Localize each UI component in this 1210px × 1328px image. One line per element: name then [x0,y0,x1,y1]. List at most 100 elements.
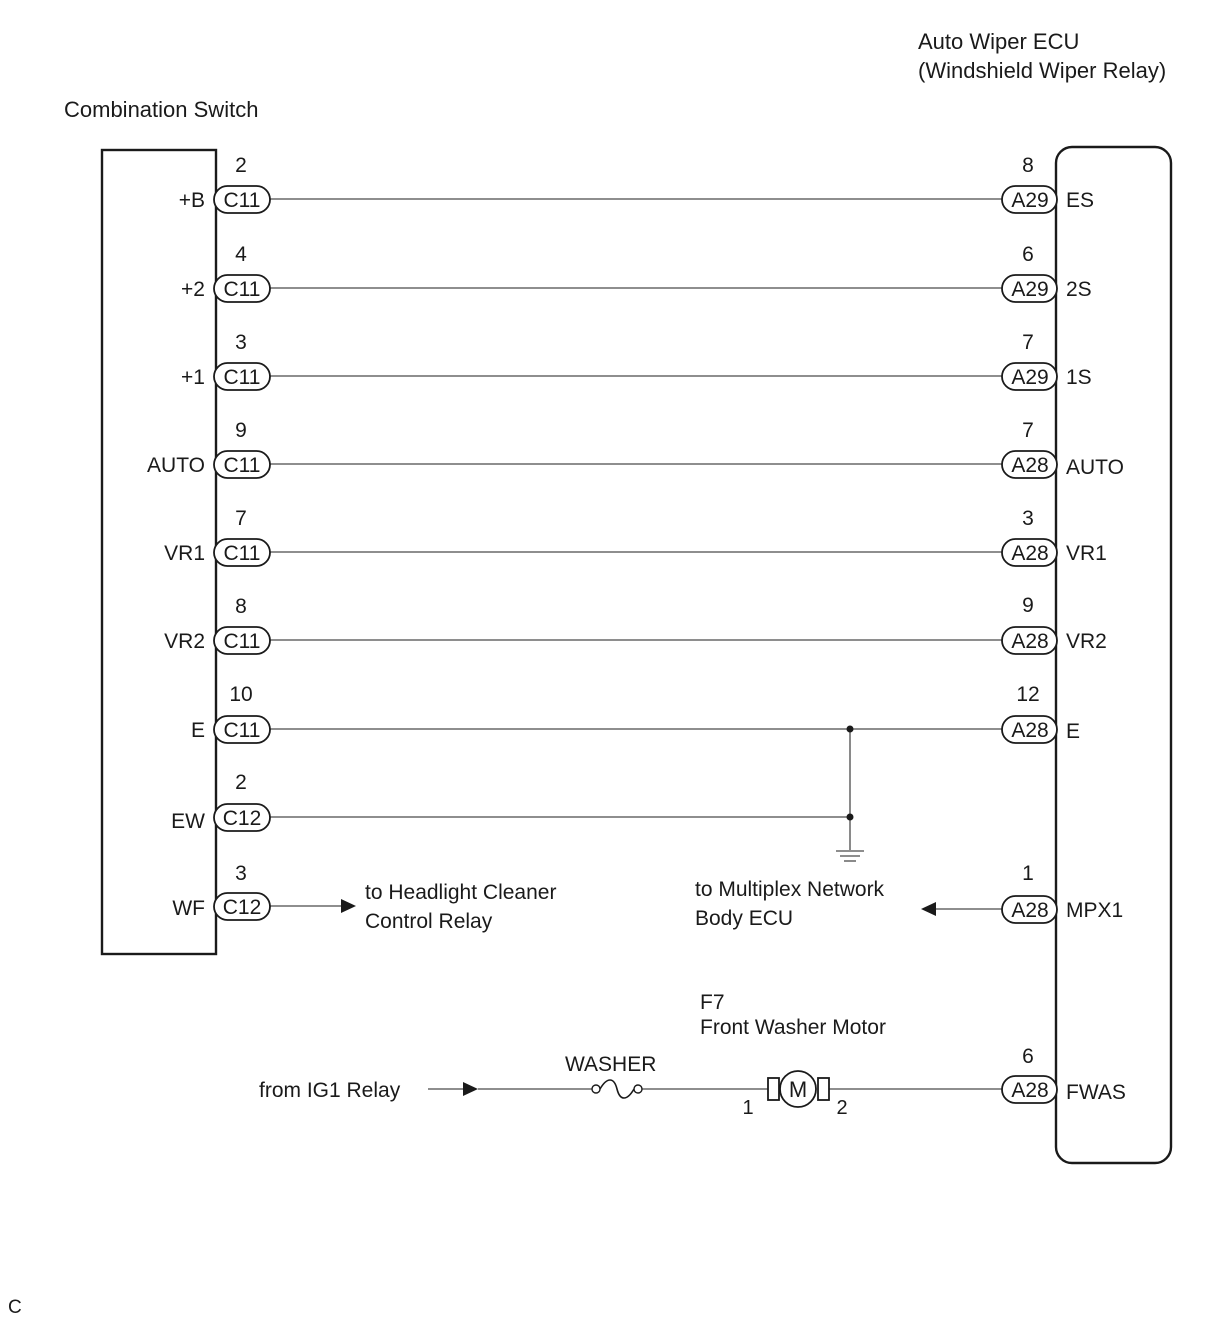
right-terminal-name: 1S [1066,366,1092,389]
left-terminal: AUTO 9 C11 [147,419,271,479]
arrow-right-icon [463,1082,478,1096]
left-terminal-name: VR2 [164,630,205,653]
right-connector-code: A29 [1011,366,1048,389]
right-terminal-name: ES [1066,189,1094,212]
left-terminal-pin: 2 [235,771,247,794]
right-connector-code: A28 [1011,719,1048,742]
right-connector-code: A28 [1011,630,1048,653]
left-terminal-pin: 4 [235,243,247,266]
left-terminal-name: AUTO [147,454,205,477]
left-connector-code: C11 [224,542,261,565]
left-connector-code: C12 [223,896,262,919]
connector-shape [1001,538,1058,567]
right-terminal-name: MPX1 [1066,899,1123,922]
left-terminal-name: WF [172,897,205,920]
left-terminal-pin: 9 [235,419,247,442]
connector-shape [213,803,271,832]
wire-group [270,198,1002,1096]
left-terminal-name: E [191,719,205,742]
right-terminal: 3 A28 VR1 [1001,507,1107,567]
connector-shape [213,185,271,214]
connector-shape [1001,715,1058,744]
left-terminal: VR2 8 C11 [164,595,271,655]
figure-code: C [8,1297,22,1318]
arrow-left-icon [921,902,936,916]
connector-shape [1001,362,1058,391]
right-connector-code: A28 [1011,899,1048,922]
auto-wiper-ecu-box [1054,145,1173,1165]
left-terminal-name: EW [171,810,205,833]
right-terminal-pin: 7 [1022,419,1034,442]
right-terminal: 12 A28 E [1001,683,1080,744]
connector-shape [1001,895,1058,924]
right-terminal: 1 A28 MPX1 [1001,862,1123,924]
combination-switch-label: Combination Switch [64,97,258,122]
right-terminal-pin: 1 [1022,862,1034,885]
fuse-icon [591,1079,643,1099]
right-terminal: 7 A28 AUTO [1001,419,1124,479]
left-terminal: E 10 C11 [191,683,271,744]
left-terminal-name: +2 [181,278,205,301]
left-connector-code: C11 [224,630,261,653]
connector-shape [213,362,271,391]
left-connector-code: C11 [224,719,261,742]
connector-shape [213,274,271,303]
left-terminal-name: +1 [181,366,205,389]
right-connector-code: A29 [1011,278,1048,301]
right-connector-code: A28 [1011,542,1048,565]
right-terminal-pin: 3 [1022,507,1034,530]
left-connector-code: C11 [224,454,261,477]
right-terminal: 9 A28 VR2 [1001,594,1107,655]
motor-icon [767,1070,830,1108]
multiplex-network-label: to Multiplex Network [695,878,885,901]
motor-pin-right: 2 [836,1097,847,1119]
left-terminals: +B 2 C11 +2 4 C11 +1 3 C11 AUTO 9 C11 VR… [147,154,271,921]
connector-shape [1001,626,1058,655]
junction-dot-e [846,725,854,733]
right-terminals: 8 A29 ES 6 A29 2S 7 A29 1S 7 A28 AUTO 3 … [1001,154,1126,1104]
motor-symbol-label: M [789,1077,807,1102]
left-terminal-pin: 3 [235,862,247,885]
arrow-right-icon [341,899,356,913]
connector-shape [1001,185,1058,214]
right-terminal-pin: 8 [1022,154,1034,177]
left-connector-code: C12 [223,807,262,830]
left-terminal-name: +B [179,189,205,212]
left-terminal: +B 2 C11 [179,154,271,214]
right-terminal-name: FWAS [1066,1081,1126,1104]
fuse-label: WASHER [565,1053,656,1076]
left-connector-code: C11 [224,366,261,389]
right-terminal: 6 A28 FWAS [1001,1045,1126,1104]
left-terminal-pin: 8 [235,595,247,618]
right-terminal-pin: 6 [1022,1045,1034,1068]
right-connector-code: A29 [1011,189,1048,212]
right-terminal: 6 A29 2S [1001,243,1092,303]
motor-code-label: F7 [700,991,725,1014]
right-terminal-name: E [1066,720,1080,743]
junction-dot-ew [846,813,854,821]
ground-icon [836,850,864,862]
headlight-cleaner-label: to Headlight Cleaner [365,881,556,904]
right-terminal: 8 A29 ES [1001,154,1094,214]
connector-shape [1001,450,1058,479]
right-terminal-name: VR2 [1066,630,1107,653]
left-terminal: +2 4 C11 [181,243,271,303]
multiplex-network-sublabel: Body ECU [695,907,793,930]
left-terminal-pin: 10 [229,683,252,706]
right-terminal-pin: 9 [1022,594,1034,617]
right-connector-code: A28 [1011,1079,1048,1102]
auto-wiper-ecu-label: Auto Wiper ECU [918,29,1079,54]
connector-shape [213,715,271,744]
connector-shape [213,626,271,655]
left-terminal: +1 3 C11 [181,331,271,391]
headlight-cleaner-sublabel: Control Relay [365,910,493,933]
motor-name-label: Front Washer Motor [700,1016,886,1039]
connector-shape [213,892,271,921]
left-terminal: WF 3 C12 [172,862,271,921]
right-terminal-name: AUTO [1066,456,1124,479]
right-terminal: 7 A29 1S [1001,331,1092,391]
connector-shape [1001,274,1058,303]
right-terminal-name: VR1 [1066,542,1107,565]
right-terminal-pin: 7 [1022,331,1034,354]
